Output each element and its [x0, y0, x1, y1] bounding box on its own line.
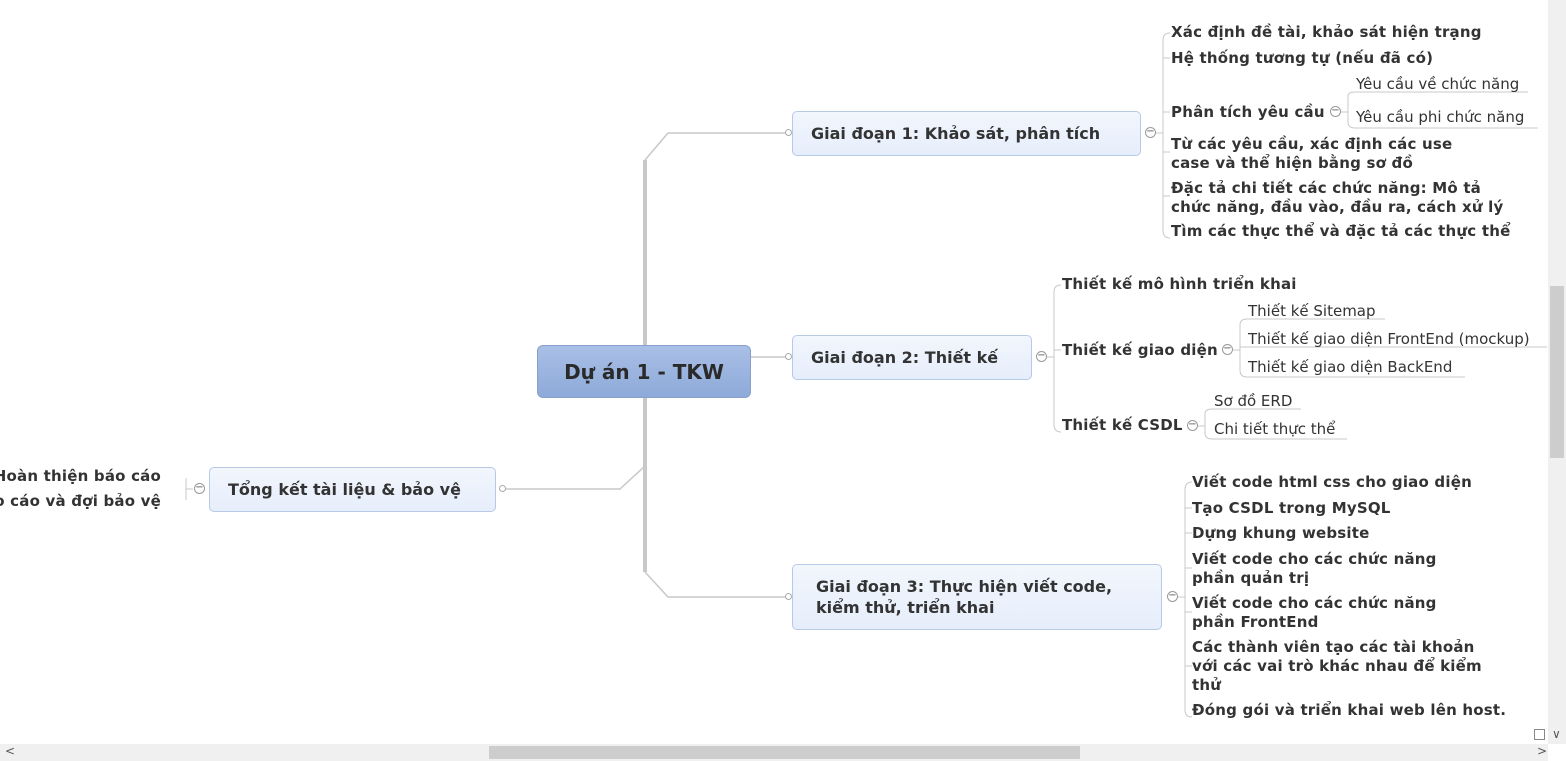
- subtopic-deploy[interactable]: Đóng gói và triển khai web lên host.: [1192, 701, 1507, 719]
- text-line: chức năng, đầu vào, đầu ra, cách xử lý: [1171, 198, 1504, 216]
- collapse-icon[interactable]: −: [1036, 350, 1047, 362]
- scroll-left-arrow-icon[interactable]: <: [5, 744, 16, 758]
- subtopic-entity-detail[interactable]: Chi tiết thực thể: [1214, 420, 1336, 438]
- subtopic-frontend-mockup[interactable]: Thiết kế giao diện FrontEnd (mockup): [1248, 330, 1530, 348]
- subtopic-website-frame[interactable]: Dựng khung website: [1192, 524, 1370, 542]
- subtopic-similar-systems[interactable]: Hệ thống tương tự (nếu đã có): [1171, 49, 1434, 67]
- connector-dot: [785, 129, 792, 136]
- text-line: phần quản trị: [1192, 569, 1310, 587]
- collapse-icon[interactable]: −: [1330, 105, 1341, 117]
- subtopic-complete-report[interactable]: Hoàn thiện báo cáo: [0, 467, 161, 485]
- collapse-icon[interactable]: −: [194, 482, 205, 494]
- text-line: Viết code cho các chức năng: [1192, 550, 1437, 568]
- text-line: thử: [1192, 676, 1222, 694]
- text-line: Từ các yêu cầu, xác định các use: [1171, 135, 1453, 153]
- subtopic-html-css[interactable]: Viết code html css cho giao diện: [1192, 473, 1472, 491]
- subtopic-entities[interactable]: Tìm các thực thể và đặc tả các thực thể: [1171, 222, 1511, 240]
- subtopic-deployment-model[interactable]: Thiết kế mô hình triển khai: [1062, 275, 1297, 293]
- scroll-right-arrow-icon[interactable]: >: [1537, 744, 1548, 758]
- subtopic-use-case[interactable]: Từ các yêu cầu, xác định các use case và…: [1171, 135, 1452, 173]
- topic-summary[interactable]: Tổng kết tài liệu & bảo vệ: [209, 467, 496, 512]
- subtopic-backend-ui[interactable]: Thiết kế giao diện BackEnd: [1248, 358, 1453, 376]
- text-line: Đặc tả chi tiết các chức năng: Mô tả: [1171, 179, 1482, 197]
- collapse-icon[interactable]: −: [1187, 419, 1198, 431]
- subtopic-report-defense[interactable]: báo cáo và đợi bảo vệ: [0, 492, 161, 510]
- collapse-icon[interactable]: −: [1222, 343, 1233, 355]
- root-topic[interactable]: Dự án 1 - TKW: [537, 345, 751, 398]
- connector-dot: [785, 593, 792, 600]
- collapse-icon[interactable]: −: [1145, 126, 1156, 138]
- connector-dot: [499, 485, 506, 492]
- subtopic-frontend-code[interactable]: Viết code cho các chức năng phần FrontEn…: [1192, 594, 1437, 632]
- text-line: case và thể hiện bằng sơ đồ: [1171, 154, 1413, 172]
- topic-stage-3[interactable]: Giai đoạn 3: Thực hiện viết code, kiểm t…: [792, 564, 1162, 630]
- subtopic-db-design[interactable]: Thiết kế CSDL: [1062, 416, 1183, 434]
- subtopic-nonfunctional-req[interactable]: Yêu cầu phi chức năng: [1356, 108, 1525, 126]
- subtopic-mysql[interactable]: Tạo CSDL trong MySQL: [1192, 499, 1391, 517]
- vertical-scroll-thumb[interactable]: [1550, 286, 1564, 458]
- text-line: kiểm thử, triển khai: [816, 598, 995, 617]
- subtopic-test-accounts[interactable]: Các thành viên tạo các tài khoản với các…: [1192, 638, 1482, 695]
- text-line: Các thành viên tạo các tài khoản: [1192, 638, 1475, 656]
- subtopic-sitemap[interactable]: Thiết kế Sitemap: [1248, 302, 1376, 320]
- horizontal-scroll-thumb[interactable]: [489, 746, 1080, 759]
- subtopic-define-topic[interactable]: Xác định đề tài, khảo sát hiện trạng: [1171, 23, 1482, 41]
- subtopic-ui-design[interactable]: Thiết kế giao diện: [1062, 341, 1218, 359]
- text-line: Viết code cho các chức năng: [1192, 594, 1437, 612]
- topic-stage-1[interactable]: Giai đoạn 1: Khảo sát, phân tích: [792, 111, 1141, 156]
- text-line: phần FrontEnd: [1192, 613, 1319, 631]
- topic-stage-2[interactable]: Giai đoạn 2: Thiết kế: [792, 335, 1032, 380]
- mindmap-canvas[interactable]: Dự án 1 - TKW Giai đoạn 1: Khảo sát, phâ…: [0, 0, 1548, 744]
- collapse-icon[interactable]: −: [1167, 590, 1178, 602]
- text-line: với các vai trò khác nhau để kiểm: [1192, 657, 1482, 675]
- subtopic-requirement-analysis[interactable]: Phân tích yêu cầu: [1171, 103, 1325, 121]
- resize-corner-icon[interactable]: [1534, 729, 1545, 740]
- subtopic-erd[interactable]: Sơ đồ ERD: [1214, 392, 1293, 410]
- vertical-scrollbar[interactable]: ∨: [1548, 0, 1566, 744]
- subtopic-functional-req[interactable]: Yêu cầu về chức năng: [1356, 75, 1520, 93]
- subtopic-admin-code[interactable]: Viết code cho các chức năng phần quản tr…: [1192, 550, 1437, 588]
- horizontal-scrollbar[interactable]: < >: [0, 744, 1548, 761]
- connector-dot: [785, 353, 792, 360]
- subtopic-function-spec[interactable]: Đặc tả chi tiết các chức năng: Mô tả chứ…: [1171, 179, 1504, 217]
- text-line: Giai đoạn 3: Thực hiện viết code,: [816, 577, 1113, 596]
- scroll-down-arrow-icon[interactable]: ∨: [1552, 727, 1561, 741]
